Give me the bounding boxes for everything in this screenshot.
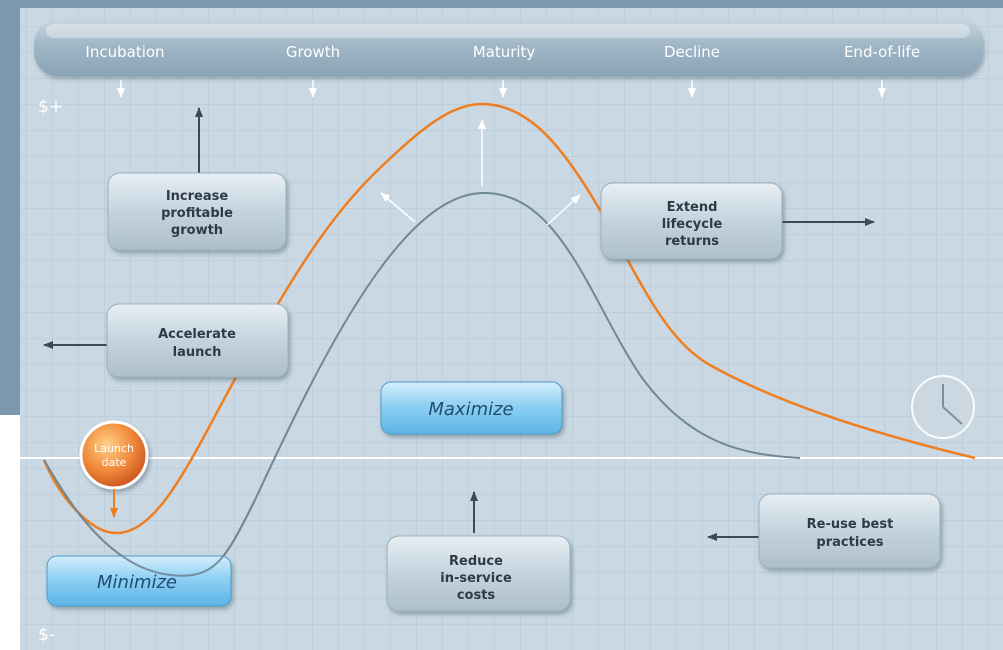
- reuse-practices-line2: practices: [816, 535, 883, 550]
- reduce-costs-box: Reduce in-service costs: [386, 535, 571, 612]
- axis-plus-label: $+: [38, 97, 63, 117]
- reuse-practices-panel: [758, 493, 941, 569]
- phase-banner: [34, 20, 982, 76]
- phase-end-of-life: End-of-life: [844, 43, 920, 61]
- accelerate-launch-line1: Accelerate: [158, 327, 236, 342]
- phase-pointers: [117, 80, 886, 98]
- accelerate-launch-line2: launch: [173, 345, 222, 360]
- cost-curve-overlay: [43, 459, 256, 577]
- arrow-up-left: [380, 192, 416, 223]
- increase-growth-line3: growth: [171, 223, 223, 238]
- increase-growth-line1: Increase: [166, 189, 229, 204]
- accelerate-launch-panel: [106, 303, 289, 378]
- maximize-panel: [380, 381, 563, 435]
- launch-date-line1: Launch: [94, 442, 134, 455]
- launch-date-badge: Launch date: [79, 420, 149, 518]
- extend-returns-line3: returns: [665, 234, 719, 249]
- revenue-curve: [42, 102, 976, 535]
- reduce-costs-line2: in-service: [440, 571, 512, 586]
- reduce-costs-panel: [386, 535, 571, 612]
- launch-date-line2: date: [102, 456, 127, 469]
- arrow-up-right: [546, 194, 581, 226]
- extend-returns-panel: [600, 182, 783, 260]
- phase-banner-gloss: [46, 24, 970, 38]
- accelerate-launch-box: Accelerate launch: [106, 303, 289, 378]
- growth-arrows: [380, 119, 581, 226]
- extend-returns-line2: lifecycle: [662, 217, 723, 232]
- reduce-costs-line3: costs: [457, 588, 496, 603]
- phase-incubation: Incubation: [85, 43, 164, 61]
- minimize-box: Minimize: [46, 555, 232, 607]
- axis-minus-label: $-: [38, 625, 55, 645]
- clock-icon: [911, 375, 975, 439]
- phase-maturity: Maturity: [473, 43, 536, 61]
- phase-growth: Growth: [286, 43, 340, 61]
- increase-growth-panel: [107, 172, 287, 251]
- phase-decline: Decline: [664, 43, 720, 61]
- reuse-practices-box: Re-use best practices: [758, 493, 941, 569]
- clock-minute-hand: [942, 406, 963, 425]
- maximize-label: Maximize: [428, 399, 513, 420]
- extend-returns-line1: Extend: [667, 200, 718, 215]
- extend-returns-box: Extend lifecycle returns: [600, 182, 783, 260]
- launch-date-circle: [79, 420, 149, 490]
- maximize-box: Maximize: [380, 381, 563, 435]
- minimize-label: Minimize: [97, 572, 177, 593]
- increase-growth-line2: profitable: [161, 206, 233, 221]
- reuse-practices-line1: Re-use best: [807, 517, 894, 532]
- increase-growth-box: Increase profitable growth: [107, 172, 287, 251]
- reduce-costs-line1: Reduce: [449, 554, 503, 569]
- minimize-panel: [46, 555, 232, 607]
